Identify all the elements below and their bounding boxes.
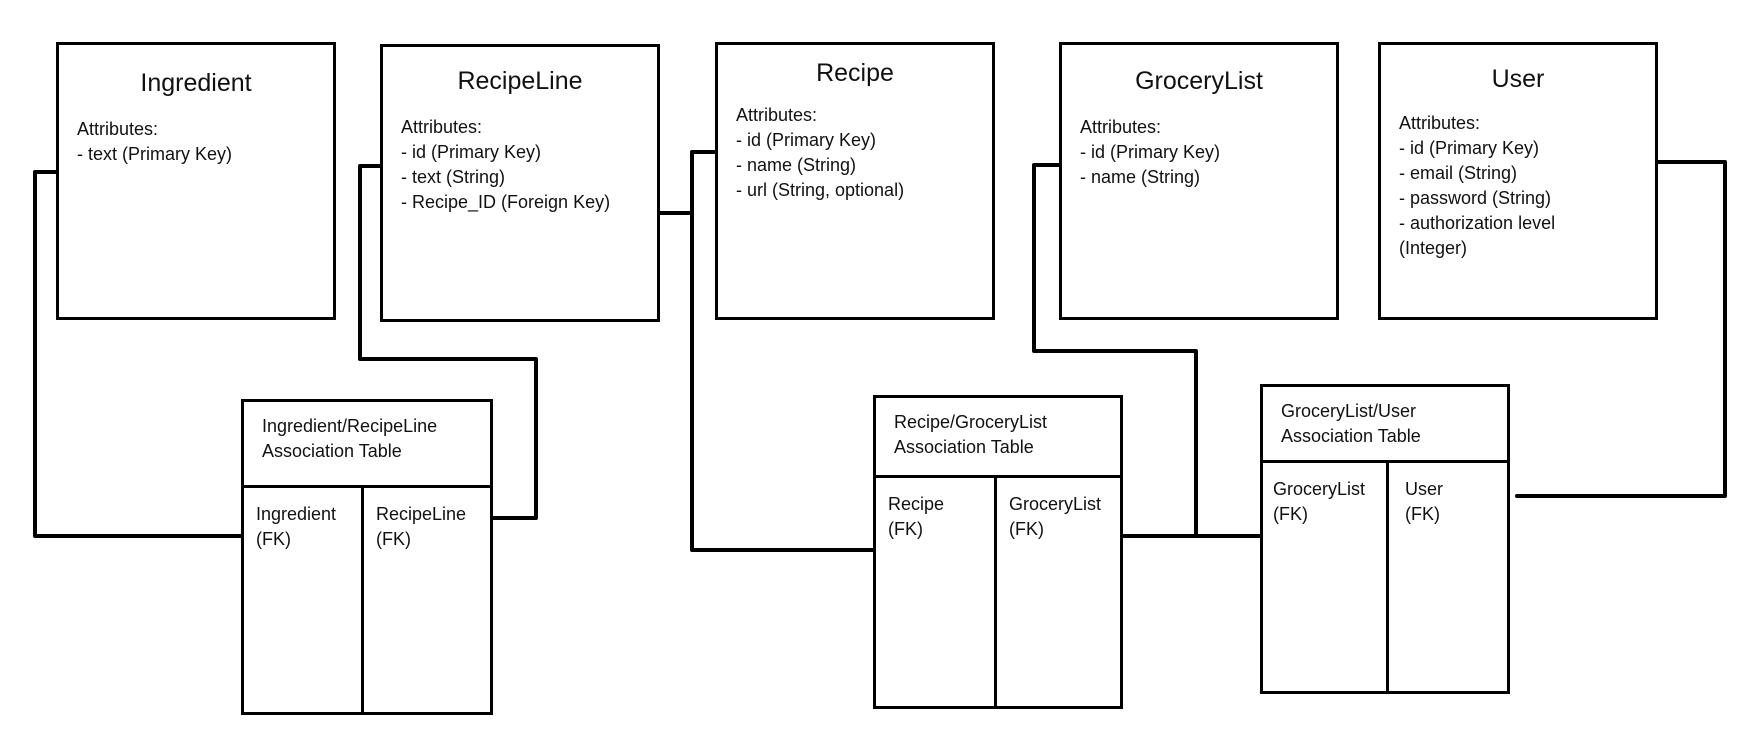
attributes-label: Attributes: <box>401 117 483 137</box>
attribute-item: - text (Primary Key) <box>77 144 233 164</box>
attribute-item: - text (String) <box>401 167 506 187</box>
assoc-table-recipe-grocerylist: Recipe/GroceryList Association Table Rec… <box>873 395 1123 709</box>
attribute-item: - id (Primary Key) <box>736 130 877 150</box>
assoc-table-grocerylist-user: GroceryList/User Association Table Groce… <box>1260 384 1510 694</box>
entity-title: Recipe <box>816 59 894 87</box>
column-fk-label: (FK) <box>1273 504 1308 524</box>
attribute-list: Attributes: - id (Primary Key) - text (S… <box>401 115 610 215</box>
assoc-column-recipeline: RecipeLine (FK) <box>364 488 490 712</box>
assoc-table-title: GroceryList/User <box>1281 401 1417 421</box>
column-fk-label: (FK) <box>888 519 923 539</box>
column-fk-label: (FK) <box>1009 519 1044 539</box>
entity-recipeline: RecipeLine Attributes: - id (Primary Key… <box>380 44 660 322</box>
attributes-label: Attributes: <box>1080 117 1162 137</box>
assoc-column-ingredient: Ingredient (FK) <box>244 488 364 712</box>
attribute-item: - Recipe_ID (Foreign Key) <box>401 192 611 212</box>
entity-title: User <box>1491 65 1545 93</box>
entity-title: Ingredient <box>140 69 252 97</box>
attribute-item: - url (String, optional) <box>736 180 905 200</box>
column-name: RecipeLine <box>376 504 467 524</box>
attributes-label: Attributes: <box>1399 113 1481 133</box>
assoc-column-grocerylist: GroceryList (FK) <box>997 478 1120 706</box>
column-fk-label: (FK) <box>1405 504 1440 524</box>
entity-ingredient: Ingredient Attributes: - text (Primary K… <box>56 42 336 320</box>
column-fk-label: (FK) <box>256 529 291 549</box>
entity-title: RecipeLine <box>457 67 583 95</box>
entity-grocerylist: GroceryList Attributes: - id (Primary Ke… <box>1059 42 1339 320</box>
assoc-table-header: Ingredient/RecipeLine Association Table <box>244 402 490 488</box>
attribute-item: - id (Primary Key) <box>1399 138 1540 158</box>
assoc-table-title: Ingredient/RecipeLine <box>262 416 438 436</box>
column-name: Recipe <box>888 494 945 514</box>
assoc-table-header: Recipe/GroceryList Association Table <box>876 398 1120 478</box>
attribute-item: - name (String) <box>736 155 857 175</box>
attribute-item: - id (Primary Key) <box>401 142 542 162</box>
attribute-list: Attributes: - id (Primary Key) - name (S… <box>1080 115 1220 190</box>
column-name: User <box>1405 479 1444 499</box>
connector-recipe-assoc <box>690 211 875 552</box>
assoc-table-subtitle: Association Table <box>894 437 1034 457</box>
assoc-column-grocerylist: GroceryList (FK) <box>1263 463 1389 691</box>
attribute-list: Attributes: - id (Primary Key) - name (S… <box>736 103 904 203</box>
attribute-item: - password (String) <box>1399 188 1552 208</box>
assoc-table-subtitle: Association Table <box>262 441 402 461</box>
attribute-list: Attributes: - text (Primary Key) <box>77 117 232 167</box>
attribute-list: Attributes: - id (Primary Key) - email (… <box>1399 111 1555 261</box>
entity-user: User Attributes: - id (Primary Key) - em… <box>1378 42 1658 320</box>
entity-recipe: Recipe Attributes: - id (Primary Key) - … <box>715 42 995 320</box>
entity-title: GroceryList <box>1135 67 1263 95</box>
assoc-column-recipe: Recipe (FK) <box>876 478 997 706</box>
assoc-table-ingredient-recipeline: Ingredient/RecipeLine Association Table … <box>241 399 493 715</box>
attribute-item: (Integer) <box>1399 238 1468 258</box>
assoc-column-user: User (FK) <box>1389 463 1507 691</box>
column-name: GroceryList <box>1009 494 1102 514</box>
attribute-item: - email (String) <box>1399 163 1518 183</box>
column-name: Ingredient <box>256 504 337 524</box>
attribute-item: - name (String) <box>1080 167 1201 187</box>
column-name: GroceryList <box>1273 479 1366 499</box>
column-fk-label: (FK) <box>376 529 411 549</box>
attributes-label: Attributes: <box>736 105 818 125</box>
assoc-table-subtitle: Association Table <box>1281 426 1421 446</box>
assoc-table-header: GroceryList/User Association Table <box>1263 387 1507 463</box>
assoc-table-title: Recipe/GroceryList <box>894 412 1048 432</box>
attributes-label: Attributes: <box>77 119 159 139</box>
attribute-item: - id (Primary Key) <box>1080 142 1221 162</box>
attribute-item: - authorization level <box>1399 213 1556 233</box>
